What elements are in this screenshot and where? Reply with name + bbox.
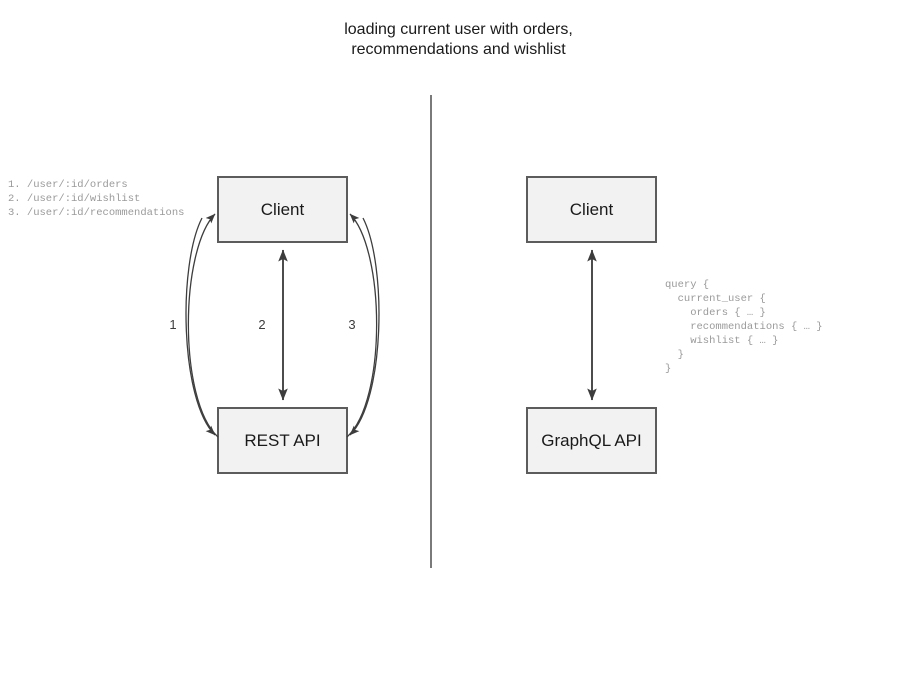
node-graphql-api: GraphQL API bbox=[526, 407, 657, 474]
node-client-graphql: Client bbox=[526, 176, 657, 243]
vertical-divider bbox=[430, 95, 432, 568]
edge-1-request-up bbox=[187, 213, 219, 438]
edge-1-response-down bbox=[185, 217, 216, 436]
node-client-graphql-label: Client bbox=[569, 199, 614, 219]
graphql-query-snippet: query { current_user { orders { … } reco… bbox=[665, 279, 823, 375]
node-rest-api: REST API bbox=[217, 407, 348, 474]
node-graphql-api-label: GraphQL API bbox=[541, 430, 642, 450]
edge-label-1: 1 bbox=[169, 317, 177, 332]
edge-label-3: 3 bbox=[348, 317, 356, 332]
edge-label-2: 2 bbox=[258, 317, 266, 332]
node-rest-api-label: REST API bbox=[244, 430, 321, 450]
node-client-rest-label: Client bbox=[260, 199, 305, 219]
page-title: loading current user with orders, recomm… bbox=[344, 21, 573, 58]
rest-endpoints-list: 1. /user/:id/orders 2. /user/:id/wishlis… bbox=[8, 179, 185, 219]
node-client-rest: Client bbox=[217, 176, 348, 243]
